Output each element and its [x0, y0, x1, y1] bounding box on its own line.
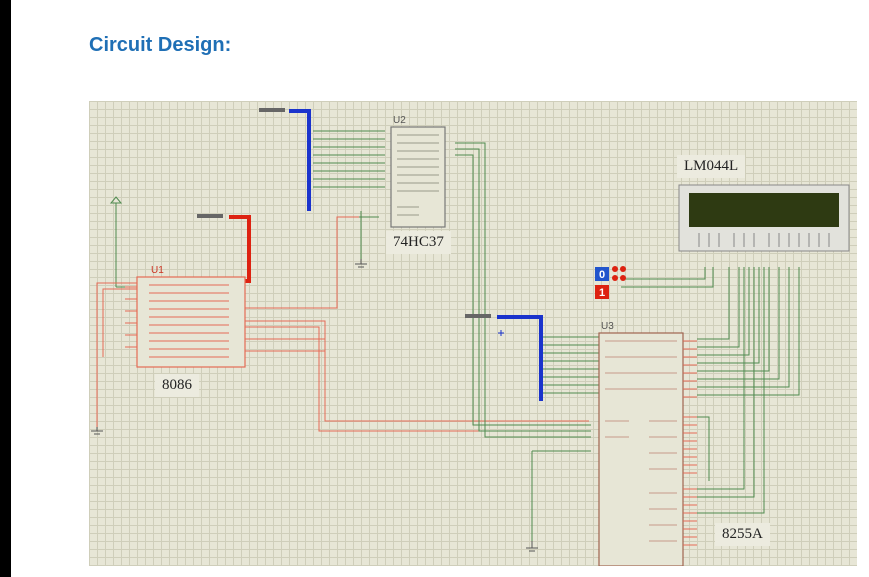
lcd-label: LM044L: [677, 155, 746, 178]
lcd-module: [678, 184, 850, 252]
chip-8255a: [598, 332, 697, 566]
blue-buses: [289, 109, 543, 401]
bus-labels: [197, 108, 491, 318]
u3-label: 8255A: [715, 523, 770, 546]
left-edge-bar: [0, 0, 11, 577]
red-bus: [229, 215, 251, 283]
ground-symbols: [91, 259, 538, 552]
u1-label: 8086: [155, 374, 199, 397]
logic-low-label: 0: [599, 269, 605, 281]
power-terminal-icon: [109, 196, 135, 288]
u2-label: 74HC37: [386, 231, 451, 254]
u3-ref: U3: [601, 321, 614, 332]
red-wires: [96, 216, 591, 432]
chip-8086: [125, 276, 246, 368]
u1-ref: U1: [151, 265, 164, 276]
u2-ref: U2: [393, 115, 406, 126]
lcd-screen: [689, 193, 839, 227]
logic-state-low: 0: [595, 266, 626, 281]
circuit-schematic: 0 1 U1 U2 U3 LM044L 74HC37 8086 8255A: [89, 101, 857, 566]
logic-state-high: 1: [595, 285, 609, 299]
green-wires: [359, 142, 800, 541]
chip-74hc37: [390, 126, 446, 228]
logic-high-label: 1: [599, 287, 605, 299]
schematic-drawing: 0 1 U1 U2 U3: [91, 108, 850, 566]
plus-marker-icon: [498, 330, 504, 336]
ppi-input-lines: [541, 336, 599, 394]
page-title: Circuit Design:: [89, 34, 232, 56]
latch-input-lines: [313, 130, 385, 188]
